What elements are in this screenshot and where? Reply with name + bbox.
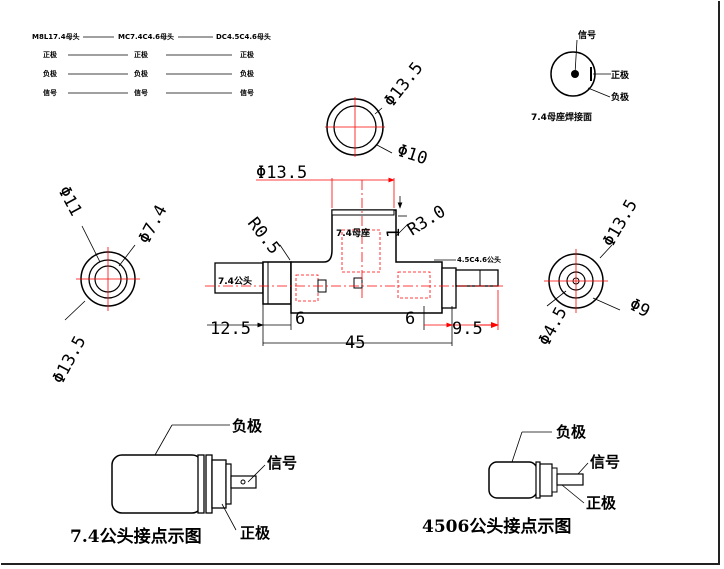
- dim-left-d135: Φ13.5: [49, 333, 91, 388]
- main-side-view: Φ13.5 1 R3.0 R0.5 7.4公头 7.4母座 4.5C4.6公头 …: [205, 163, 505, 353]
- legend-header-3: DC4.5C4.6母头: [216, 32, 271, 41]
- label-dc-plug: 4.5C4.6公头: [457, 255, 501, 264]
- male74-negative-label: 负极: [232, 417, 263, 435]
- dim-right-d135: Φ13.5: [599, 196, 642, 250]
- dim-l95: 9.5: [452, 319, 483, 339]
- socket-positive-label: 正极: [611, 69, 630, 81]
- socket-face-caption: 7.4母座焊接面: [531, 111, 592, 123]
- legend-r3c2: 信号: [134, 88, 148, 97]
- male4506-signal-label: 信号: [590, 453, 620, 471]
- dim-l6a: 6: [295, 309, 305, 329]
- dim-right-d45: Φ4.5: [535, 304, 572, 350]
- legend-header-1: M8L17.4母头: [32, 32, 80, 41]
- socket-face-view: 信号 正极 负极 7.4母座焊接面: [531, 29, 630, 123]
- dim-l125: 12.5: [210, 319, 251, 339]
- legend-r1c2: 正极: [134, 50, 149, 59]
- dim-body-d135: Φ13.5: [256, 163, 307, 183]
- male74-positive-label: 正极: [240, 524, 271, 542]
- legend-r2c2: 负极: [134, 69, 149, 78]
- dim-top-outer: Φ13.5: [380, 58, 427, 111]
- legend-r1c3: 正极: [240, 50, 255, 59]
- male74-caption: 7.4公头接点示图: [70, 526, 202, 547]
- dim-r05: R0.5: [243, 214, 284, 259]
- label-male-plug: 7.4公头: [218, 275, 252, 287]
- legend-r2c1: 负极: [43, 69, 58, 78]
- left-end-view: Φ11 Φ7.4 Φ13.5: [49, 183, 172, 387]
- male-plug-74-diagram: 负极 信号 正极 7.4公头接点示图: [70, 417, 297, 547]
- legend-r1c1: 正极: [43, 50, 58, 59]
- male4506-positive-label: 正极: [586, 494, 617, 512]
- legend-r2c3: 负极: [240, 69, 255, 78]
- socket-negative-label: 负极: [611, 91, 630, 103]
- dim-l6b: 6: [405, 309, 415, 329]
- top-end-view: Φ13.5 Φ10: [325, 58, 430, 169]
- dim-left-d11: Φ11: [54, 183, 86, 220]
- legend-r3c1: 信号: [43, 88, 57, 97]
- male-plug-4506-diagram: 负极 信号 正极 4506公头接点示图: [422, 423, 620, 537]
- dim-top-inner: Φ10: [394, 141, 429, 170]
- label-socket: 7.4母座: [336, 227, 370, 239]
- right-end-view: Φ13.5 Φ4.5 Φ9: [535, 196, 653, 349]
- male74-signal-label: 信号: [267, 454, 297, 472]
- male4506-negative-label: 负极: [556, 423, 587, 441]
- male4506-caption: 4506公头接点示图: [422, 516, 571, 537]
- dim-right-d9: Φ9: [626, 295, 653, 322]
- dim-l45: 45: [345, 333, 365, 353]
- dim-one: 1: [384, 228, 404, 238]
- socket-signal-label: 信号: [578, 29, 596, 41]
- wiring-legend: M8L17.4母头 MC7.4C4.6母头 DC4.5C4.6母头 正极 正极 …: [32, 32, 271, 97]
- legend-r3c3: 信号: [240, 88, 254, 97]
- legend-header-2: MC7.4C4.6母头: [118, 32, 174, 41]
- dim-left-d74: Φ7.4: [135, 202, 172, 248]
- dim-r30: R3.0: [404, 202, 449, 241]
